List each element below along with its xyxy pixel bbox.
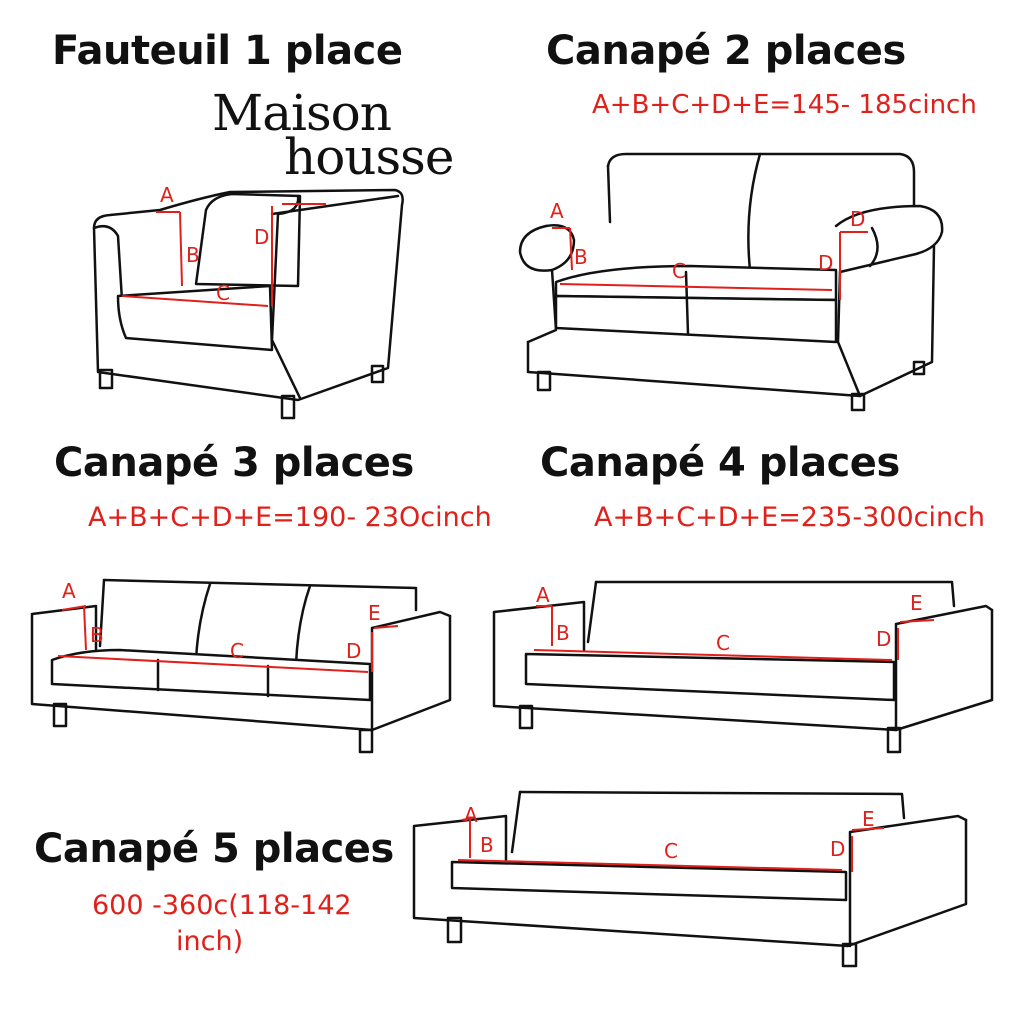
sofa2-label-c: C: [672, 259, 686, 283]
sofa4-drawing: A B C D E: [492, 580, 994, 754]
sofa3-label-d: D: [346, 639, 361, 663]
sofa4-label-a: A: [536, 583, 550, 607]
sofa5-drawing: A B C D E: [412, 790, 968, 968]
sofa3-label-e: E: [368, 601, 381, 625]
sofa5-dimensions-line1: 600 -360c(118-142: [92, 890, 352, 921]
armchair-title: Fauteuil 1 place: [52, 28, 403, 74]
armchair-label-d: D: [254, 225, 269, 249]
sofa3-dimensions: A+B+C+D+E=190- 23Ocinch: [88, 502, 492, 533]
sofa4-label-c: C: [716, 631, 730, 655]
sofa3-drawing: A B C D E: [30, 578, 452, 754]
sofa2-label-d2: D: [850, 207, 865, 231]
sofa2-label-a: A: [550, 199, 564, 223]
sofa2-label-d: D: [818, 251, 833, 275]
sofa2-label-b: B: [574, 245, 588, 269]
brand-line1: Maison: [212, 84, 392, 142]
armchair-label-a: A: [160, 183, 174, 207]
armchair-label-c: C: [216, 281, 230, 305]
armchair-drawing: A B C D: [92, 183, 404, 420]
sofa4-label-d: D: [876, 627, 891, 651]
sofa2-dimensions: A+B+C+D+E=145- 185cinch: [592, 90, 977, 120]
sofa5-label-c: C: [664, 839, 678, 863]
sofa5-label-b: B: [480, 833, 494, 857]
sofa4-title: Canapé 4 places: [540, 440, 900, 486]
sofa5-dimensions-line2: inch): [176, 926, 244, 957]
sofa5-label-d: D: [830, 837, 845, 861]
sofa4-label-e: E: [910, 591, 923, 615]
sofa3-label-b: B: [90, 623, 104, 647]
sofa3-label-a: A: [62, 579, 76, 603]
sofa5-title: Canapé 5 places: [34, 826, 394, 872]
sofa2-title: Canapé 2 places: [546, 28, 906, 74]
sofa4-label-b: B: [556, 621, 570, 645]
sofa5-label-e: E: [862, 807, 875, 831]
sofa2-drawing: A B C D D: [518, 152, 944, 412]
brand-logo: Maison housse: [212, 84, 454, 186]
sofa3-label-c: C: [230, 639, 244, 663]
armchair-label-b: B: [186, 243, 200, 267]
sofa5-label-a: A: [464, 803, 478, 827]
brand-line2: housse: [284, 128, 454, 186]
sofa3-title: Canapé 3 places: [54, 440, 414, 486]
sofa4-dimensions: A+B+C+D+E=235-300cinch: [594, 502, 986, 533]
